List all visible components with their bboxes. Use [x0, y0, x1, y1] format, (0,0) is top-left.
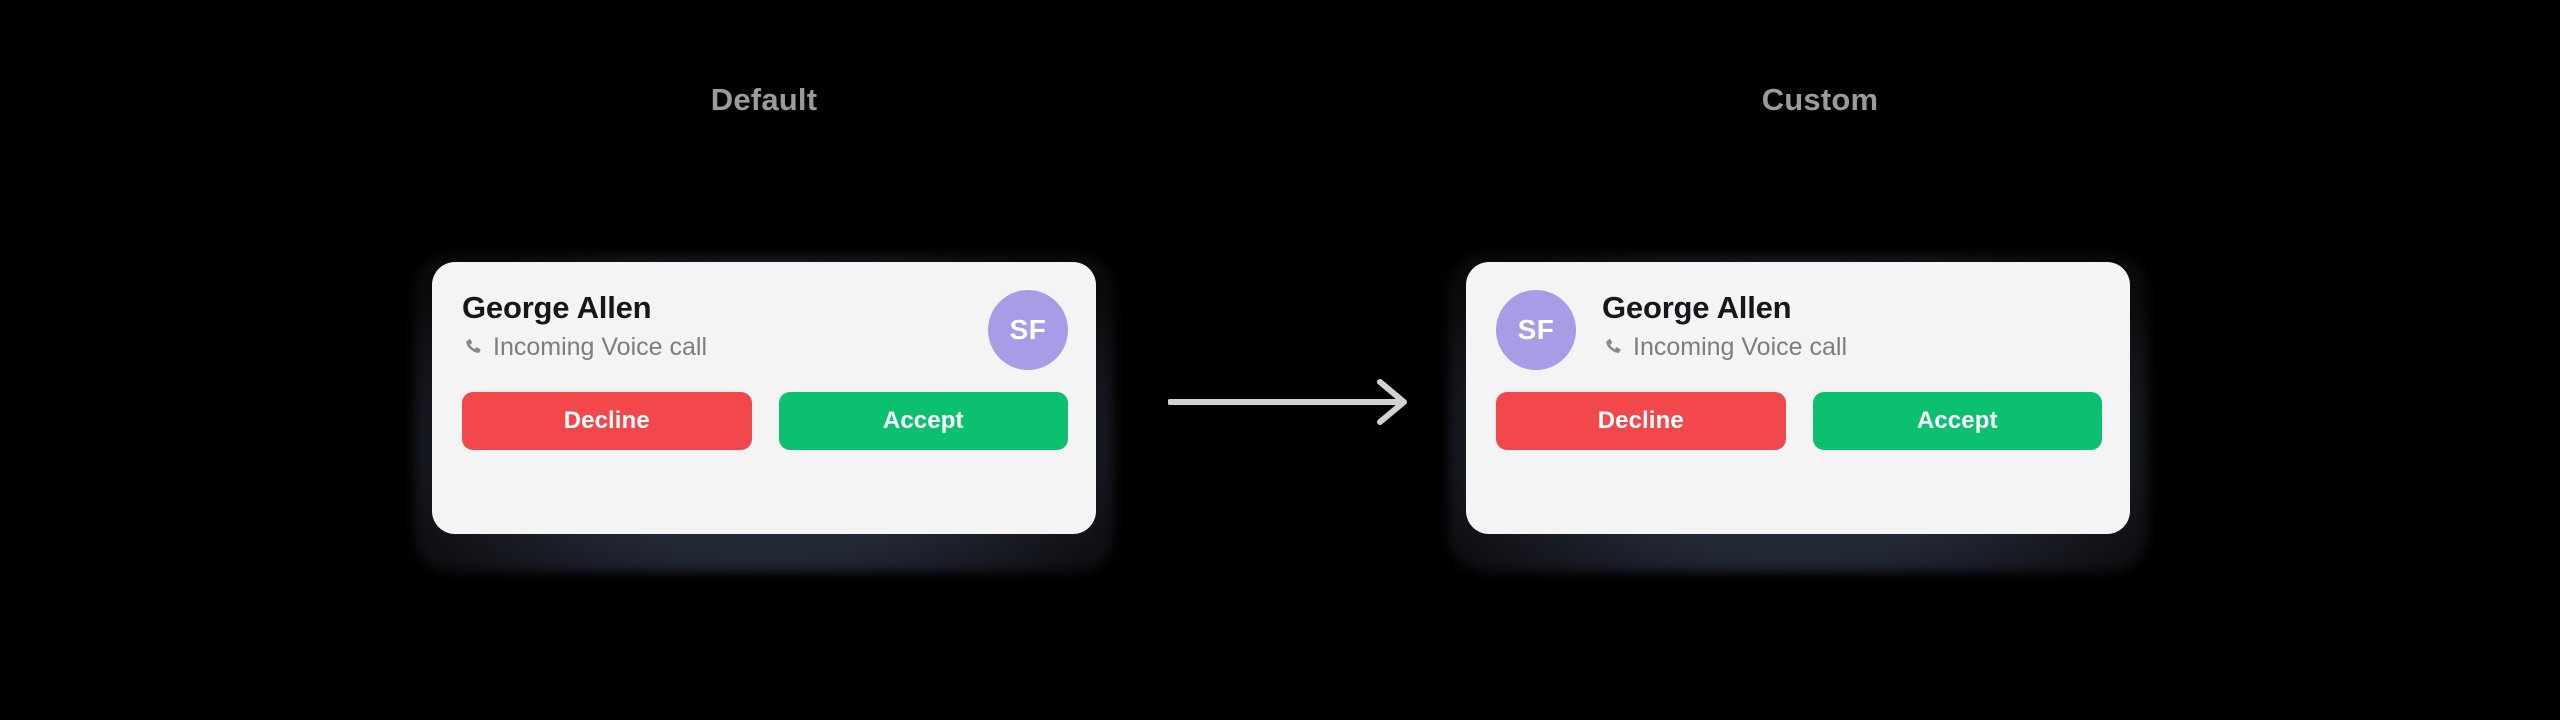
call-status-text: Incoming Voice call — [493, 332, 708, 361]
call-status-row: Incoming Voice call — [462, 332, 988, 362]
phone-icon — [462, 336, 484, 358]
card-actions: Decline Accept — [1496, 392, 2102, 450]
call-status-text: Incoming Voice call — [1633, 332, 1848, 361]
caller-identity: George Allen Incoming Voice call — [1602, 288, 2102, 362]
accept-button[interactable]: Accept — [778, 392, 1068, 450]
decline-button[interactable]: Decline — [1496, 392, 1786, 450]
avatar[interactable]: SF — [1496, 290, 1576, 370]
phone-icon — [1602, 336, 1624, 358]
notification-card-default[interactable]: George Allen Incoming Voice call SF — [432, 262, 1096, 534]
caller-name: George Allen — [1602, 290, 1792, 325]
avatar-initials: SF — [1009, 314, 1047, 345]
avatar[interactable]: SF — [988, 290, 1068, 370]
arrow-right-icon — [1168, 378, 1416, 426]
section-caption-custom: Custom — [1761, 82, 1879, 117]
caller-identity: George Allen Incoming Voice call — [462, 288, 988, 362]
notification-card-default-wrapper: George Allen Incoming Voice call SF — [414, 254, 1114, 572]
section-caption-default: Default — [710, 82, 818, 117]
caller-name: George Allen — [462, 290, 652, 325]
notification-card-custom-wrapper: SF George Allen Incoming Voice call — [1448, 254, 2148, 572]
avatar-initials: SF — [1517, 314, 1555, 345]
card-header: George Allen Incoming Voice call SF — [462, 288, 1068, 380]
card-actions: Decline Accept — [462, 392, 1068, 450]
decline-button[interactable]: Decline — [462, 392, 752, 450]
accept-button[interactable]: Accept — [1812, 392, 2102, 450]
card-header: SF George Allen Incoming Voice call — [1496, 288, 2102, 380]
notification-card-custom[interactable]: SF George Allen Incoming Voice call — [1466, 262, 2130, 534]
call-status-row: Incoming Voice call — [1602, 332, 2102, 362]
